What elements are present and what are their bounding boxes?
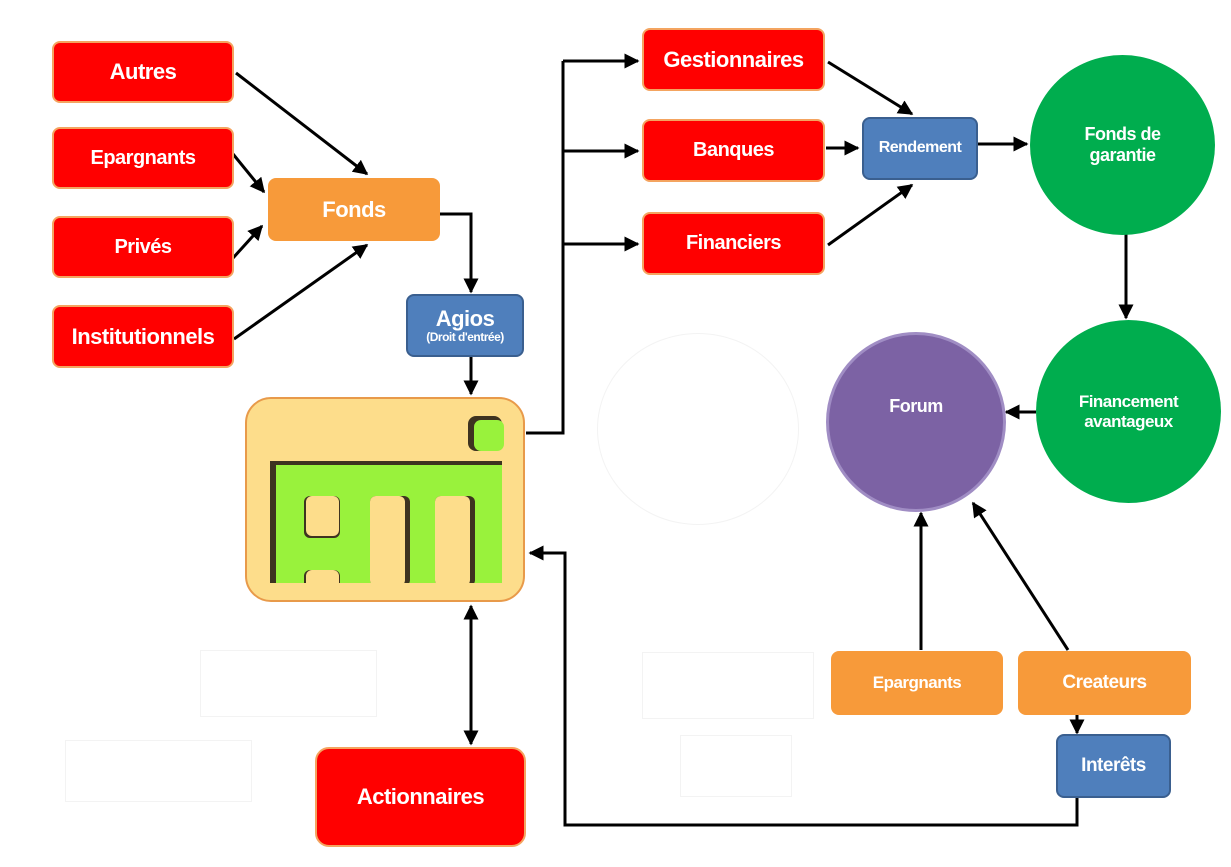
node-rendement[interactable]: Rendement (862, 117, 978, 180)
ghost-circle (597, 333, 799, 525)
node-institutionnels[interactable]: Institutionnels (52, 305, 234, 368)
node-epargnants-left[interactable]: Epargnants (52, 127, 234, 189)
node-financement[interactable]: Financement avantageux (1036, 320, 1221, 503)
node-agios[interactable]: Agios (Droit d'entrée) (406, 294, 524, 357)
node-gestionnaires[interactable]: Gestionnaires (642, 28, 825, 91)
node-actionnaires-label: Actionnaires (356, 784, 485, 810)
edge-gestionnaires-rendement (827, 60, 914, 116)
node-autres[interactable]: Autres (52, 41, 234, 103)
ami-logo-graphic (267, 416, 507, 597)
node-prives-label: Privés (114, 235, 172, 258)
ghost-box (642, 652, 814, 719)
node-banques-label: Banques (693, 139, 774, 161)
node-financement-label: Financement avantageux (1078, 391, 1179, 431)
edge-autres-fonds (235, 71, 369, 176)
node-actionnaires[interactable]: Actionnaires (315, 747, 526, 847)
node-autres-label: Autres (109, 59, 177, 85)
edge-createurs-forum (971, 501, 1070, 651)
edge-epargnants-fonds (231, 153, 266, 194)
edge-prives-fonds (231, 224, 264, 260)
node-interets-label: Interêts (1081, 755, 1146, 777)
node-createurs-label: Createurs (1062, 672, 1147, 694)
node-interets[interactable]: Interêts (1056, 734, 1171, 798)
node-institutionnels-label: Institutionnels (71, 323, 215, 349)
edge-ami-trunk (526, 61, 565, 435)
node-financiers[interactable]: Financiers (642, 212, 825, 275)
ghost-box (200, 650, 377, 717)
node-epargnants-right-label: Epargnants (872, 673, 962, 693)
ami-logo[interactable] (245, 397, 525, 602)
ghost-box (65, 740, 252, 802)
node-fonds-garantie-label: Fonds de garantie (1084, 124, 1162, 165)
edge-institutionnels-fonds (233, 243, 369, 341)
node-epargnants-left-label: Epargnants (90, 146, 196, 169)
node-fonds-label: Fonds (322, 196, 386, 222)
ghost-box (680, 735, 792, 797)
node-agios-sublabel: (Droit d'entrée) (426, 330, 504, 345)
node-forum-label: Forum (889, 395, 943, 416)
edge-interets-ami (528, 545, 1079, 827)
node-rendement-label: Rendement (878, 139, 962, 157)
node-financiers-label: Financiers (685, 232, 782, 254)
node-agios-label: Agios (435, 305, 495, 331)
node-prives[interactable]: Privés (52, 216, 234, 278)
node-banques[interactable]: Banques (642, 119, 825, 182)
node-forum[interactable]: Forum (826, 332, 1006, 512)
edge-financiers-rendement (827, 183, 914, 247)
node-fonds-garantie[interactable]: Fonds de garantie (1030, 55, 1215, 235)
node-fonds[interactable]: Fonds (268, 178, 440, 241)
node-epargnants-right[interactable]: Epargnants (831, 651, 1003, 715)
node-createurs[interactable]: Createurs (1018, 651, 1191, 715)
node-gestionnaires-label: Gestionnaires (663, 46, 804, 72)
edge-fonds-agios (440, 212, 479, 294)
